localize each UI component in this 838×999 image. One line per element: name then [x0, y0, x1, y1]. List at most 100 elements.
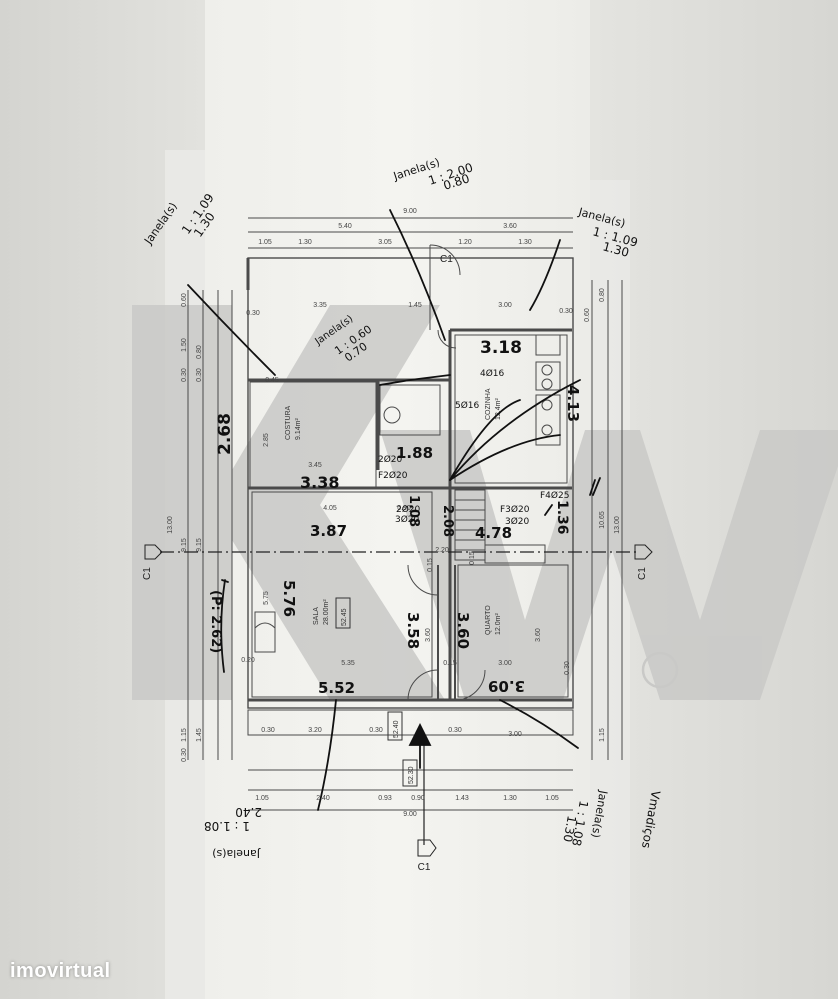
dim-inner: 0.30 [369, 727, 383, 734]
dim-inner: 2.20 [435, 547, 449, 554]
dim-right: 0.80 [599, 288, 606, 302]
dim-left: 1.15 [181, 728, 188, 742]
dim-bottom: 1.05 [255, 795, 269, 802]
annotation: 1.88 [396, 444, 433, 462]
dim-inner: 0.30 [448, 727, 462, 734]
dim-top-detail: 1.30 [298, 239, 312, 246]
dim-inner: 5.75 [263, 591, 270, 605]
annotation: 2.40 [235, 805, 262, 819]
annotation: 1.30 [601, 239, 630, 259]
annotation: 1.30 [560, 814, 578, 843]
dim-left: 1.50 [181, 338, 188, 352]
section-label: C1 [440, 254, 453, 265]
room-area: 28.00m² [323, 599, 330, 625]
room-area: 9.14m² [295, 418, 302, 440]
section-label: C1 [142, 567, 153, 580]
dim-left: 0.30 [181, 368, 188, 382]
dim-inner: 0.15 [469, 551, 476, 565]
dim-top-detail: 1.05 [258, 239, 272, 246]
dim-left: 0.80 [196, 345, 203, 359]
dim-bottom: 1.43 [455, 795, 469, 802]
dim-inner: 3.00 [498, 302, 512, 309]
dim-bottom: 2.40 [316, 795, 330, 802]
annotation: 3.87 [310, 522, 347, 540]
annotation: 3Ø20 [505, 516, 530, 527]
room-name: COZINHA [485, 388, 492, 420]
annotation: Janela(s) [589, 788, 610, 838]
dim-left: 9.15 [181, 538, 188, 552]
annotation: 1.36 [554, 500, 570, 535]
annotation: F3Ø20 [500, 504, 530, 515]
dim-inner: 0.30 [261, 727, 275, 734]
section-markers: C1 C1 C1 C1 [142, 254, 653, 873]
dim-inner: 1.45 [408, 302, 422, 309]
annotation: 5.76 [280, 580, 298, 617]
annotation: 3Ø20 [395, 514, 420, 525]
dim-inner: 0.45 [265, 377, 279, 384]
dim-left: 0.30 [181, 748, 188, 762]
dim-inner: 0.30 [559, 308, 573, 315]
dim-top-detail: 1.20 [458, 239, 472, 246]
dim-bottom: 1.30 [503, 795, 517, 802]
annotation: 2.68 [215, 413, 235, 455]
plan-dimensions: 9.00 5.40 3.60 1.05 1.30 3.05 1.20 1.30 … [167, 208, 621, 818]
section-label: C1 [418, 862, 431, 873]
dim-inner: 0.15 [427, 558, 434, 572]
dim-inner: 3.45 [308, 462, 322, 469]
annotation: 3.60 [454, 612, 472, 649]
dim-inner: 0.15 [443, 660, 457, 667]
dim-bottom: 0.93 [378, 795, 392, 802]
annotation: 3.38 [300, 473, 339, 492]
dim-right: 0.60 [584, 308, 591, 322]
dim-inner: 3.00 [498, 660, 512, 667]
dim-inner: 3.20 [308, 727, 322, 734]
annotation: 2Ø20 [396, 504, 421, 515]
dim-inner: 3.60 [535, 628, 542, 642]
dim-inner: 4.05 [323, 505, 337, 512]
room-name: QUARTO [485, 605, 492, 635]
annotation: 1 : 1.08 [204, 819, 250, 833]
annotation: 5.52 [318, 679, 355, 697]
dim-inner: 5.35 [341, 660, 355, 667]
room-name: SALA [313, 607, 320, 625]
dim-top-sub: 3.60 [503, 223, 517, 230]
handwritten-leaders [187, 209, 601, 811]
level-value: 52.45 [341, 608, 348, 626]
annotation: 2.08 [440, 505, 455, 537]
dim-inner: 0.20 [241, 657, 255, 664]
room-labels: COSTURA 9.14m² SALA 28.00m² QUARTO 12.0m… [285, 388, 502, 635]
dim-right: 13.00 [614, 516, 621, 534]
dim-top-detail: 1.30 [518, 239, 532, 246]
annotation: F4Ø25 [540, 490, 569, 501]
dim-inner: 3.35 [313, 302, 327, 309]
level-markers: 52.45 52.40 52.30 [335, 597, 418, 787]
registered-mark: ® [660, 654, 682, 687]
room-area: 12.4m² [495, 398, 502, 420]
annotation: 5Ø16 [455, 400, 480, 411]
annotation: F2Ø20 [378, 470, 408, 481]
dim-bottom: 1.05 [545, 795, 559, 802]
dim-bottom: 0.90 [411, 795, 425, 802]
annotation: Janela(s) [141, 200, 180, 247]
section-marker-bottom: C1 [417, 839, 437, 873]
dim-top-detail: 3.05 [378, 239, 392, 246]
dim-inner: 0.90 [397, 505, 411, 512]
annotation: 3.09 [488, 677, 525, 695]
level-value: 52.30 [408, 766, 415, 784]
dim-left: 9.15 [196, 538, 203, 552]
level-value: 52.40 [393, 720, 400, 738]
dim-inner: 2.85 [263, 433, 270, 447]
dim-bottom-total: 9.00 [403, 811, 417, 818]
dim-left: 0.30 [196, 368, 203, 382]
dim-left: 0.60 [181, 293, 188, 307]
room-name: COSTURA [285, 405, 292, 440]
dim-inner: 3.00 [508, 731, 522, 738]
dim-inner: 0.30 [246, 310, 260, 317]
dim-left: 1.45 [196, 728, 203, 742]
annotation: 4Ø16 [480, 368, 505, 379]
annotation: (P: 2.62) [208, 590, 223, 653]
dim-top-total: 9.00 [403, 208, 417, 215]
annotation: 4.78 [475, 524, 512, 542]
annotation: 3.18 [480, 338, 522, 358]
